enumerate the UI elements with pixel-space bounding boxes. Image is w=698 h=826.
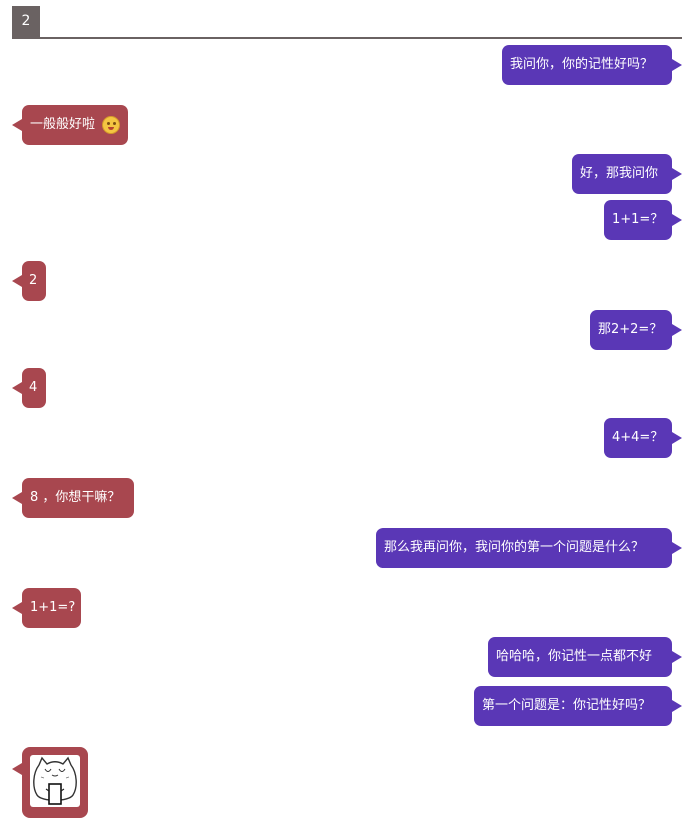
message-bubble-sent[interactable]: 那么我再问你，我问你的第一个问题是什么？ — [376, 528, 682, 568]
message-bubble-sent[interactable]: 我问你，你的记性好吗？ — [502, 45, 682, 85]
message-bubble-sent[interactable]: 1+1=？ — [604, 200, 682, 240]
message-bubble-received[interactable]: 4 — [12, 368, 46, 408]
message-bubble-received[interactable]: 8 ，你想干嘛？ — [12, 478, 134, 518]
message-bubble-sent[interactable]: 那2+2=？ — [590, 310, 682, 350]
message-text: 一般般好啦 — [30, 117, 96, 132]
message-bubble-sent[interactable]: 好，那我问你 — [572, 154, 682, 194]
cartoon-cat-sticker — [30, 755, 80, 807]
chat-tab[interactable]: 2 — [12, 6, 40, 37]
blushing-face-icon — [102, 116, 120, 134]
message-bubble-received[interactable]: 1+1=? — [12, 588, 81, 628]
message-bubble-received[interactable]: 一般般好啦 — [12, 105, 128, 145]
message-bubble-sent[interactable]: 第一个问题是：你记性好吗？ — [474, 686, 682, 726]
message-bubble-image[interactable] — [12, 747, 88, 818]
message-bubble-sent[interactable]: 哈哈哈，你记性一点都不好 — [488, 637, 682, 677]
chat-header: 2 — [12, 6, 682, 39]
message-bubble-sent[interactable]: 4+4=？ — [604, 418, 682, 458]
cartoon-cat-icon — [33, 756, 77, 805]
message-bubble-received[interactable]: 2 — [12, 261, 46, 301]
